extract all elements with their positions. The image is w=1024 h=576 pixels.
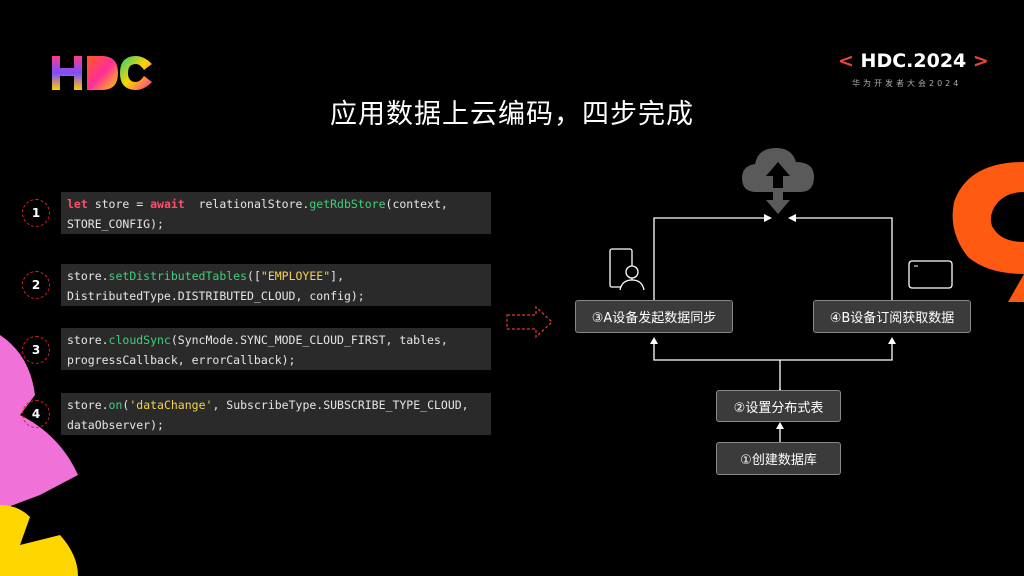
step-number-1: 1 bbox=[22, 199, 50, 227]
code-block-4: store.on('dataChange', SubscribeType.SUB… bbox=[61, 393, 491, 435]
badge-close: > bbox=[972, 50, 989, 72]
node-create-db: ①创建数据库 bbox=[716, 442, 841, 475]
dashed-arrow-icon bbox=[506, 305, 553, 339]
code-token: (context, bbox=[385, 197, 448, 211]
code-token: store. bbox=[67, 333, 109, 347]
node-b-subscribe: ④B设备订阅获取数据 bbox=[813, 300, 971, 333]
code-token: store = bbox=[87, 197, 151, 211]
node-a-sync: ③A设备发起数据同步 bbox=[575, 300, 733, 333]
code-block-2: store.setDistributedTables(["EMPLOYEE"],… bbox=[61, 264, 491, 306]
slide-title: 应用数据上云编码，四步完成 bbox=[330, 99, 694, 130]
code-token: ( bbox=[122, 398, 130, 412]
code-token: getRdbStore bbox=[309, 197, 386, 211]
decor-orange-shape bbox=[952, 162, 1024, 302]
decor-pink-shape bbox=[0, 335, 78, 510]
code-token: ], bbox=[330, 269, 344, 283]
code-token: let bbox=[67, 197, 88, 211]
step-number-2: 2 bbox=[22, 271, 50, 299]
badge-text: HDC.2024 bbox=[860, 50, 967, 72]
code-token: store. bbox=[67, 269, 109, 283]
phone-user-icon bbox=[609, 248, 645, 291]
code-token: on bbox=[108, 398, 123, 412]
code-line-2: progressCallback, errorCallback); bbox=[67, 353, 296, 367]
code-token: 'dataChange' bbox=[129, 398, 213, 412]
cloud-upload-icon bbox=[742, 148, 814, 214]
hdc-logo bbox=[52, 56, 152, 90]
code-line-2: DistributedType.DISTRIBUTED_CLOUD, confi… bbox=[67, 289, 365, 303]
hdc-2024-badge: < HDC.2024 > bbox=[838, 50, 989, 72]
step-number-3: 3 bbox=[22, 336, 50, 364]
code-block-3: store.cloudSync(SyncMode.SYNC_MODE_CLOUD… bbox=[61, 328, 491, 370]
code-token: setDistributedTables bbox=[108, 269, 248, 283]
node-setup-table: ②设置分布式表 bbox=[716, 390, 841, 422]
code-block-1: let store = await relationalStore.getRdb… bbox=[61, 192, 491, 234]
decor-yellow-shape bbox=[0, 505, 78, 576]
code-line-2: STORE_CONFIG); bbox=[67, 217, 164, 231]
step-number-4: 4 bbox=[22, 400, 50, 428]
code-token: store. bbox=[67, 398, 109, 412]
code-token: relationalStore. bbox=[184, 197, 310, 211]
code-token: cloudSync bbox=[108, 333, 171, 347]
tablet-icon bbox=[908, 260, 953, 289]
code-token: , SubscribeType.SUBSCRIBE_TYPE_CLOUD, bbox=[212, 398, 469, 412]
badge-subtitle: 华为开发者大会2024 bbox=[852, 79, 962, 88]
code-token: "EMPLOYEE" bbox=[260, 269, 331, 283]
code-token: (SyncMode.SYNC_MODE_CLOUD_FIRST, tables, bbox=[170, 333, 448, 347]
code-line-2: dataObserver); bbox=[67, 418, 164, 432]
code-token: await bbox=[150, 197, 185, 211]
badge-open: < bbox=[838, 50, 854, 72]
code-token: ([ bbox=[247, 269, 261, 283]
